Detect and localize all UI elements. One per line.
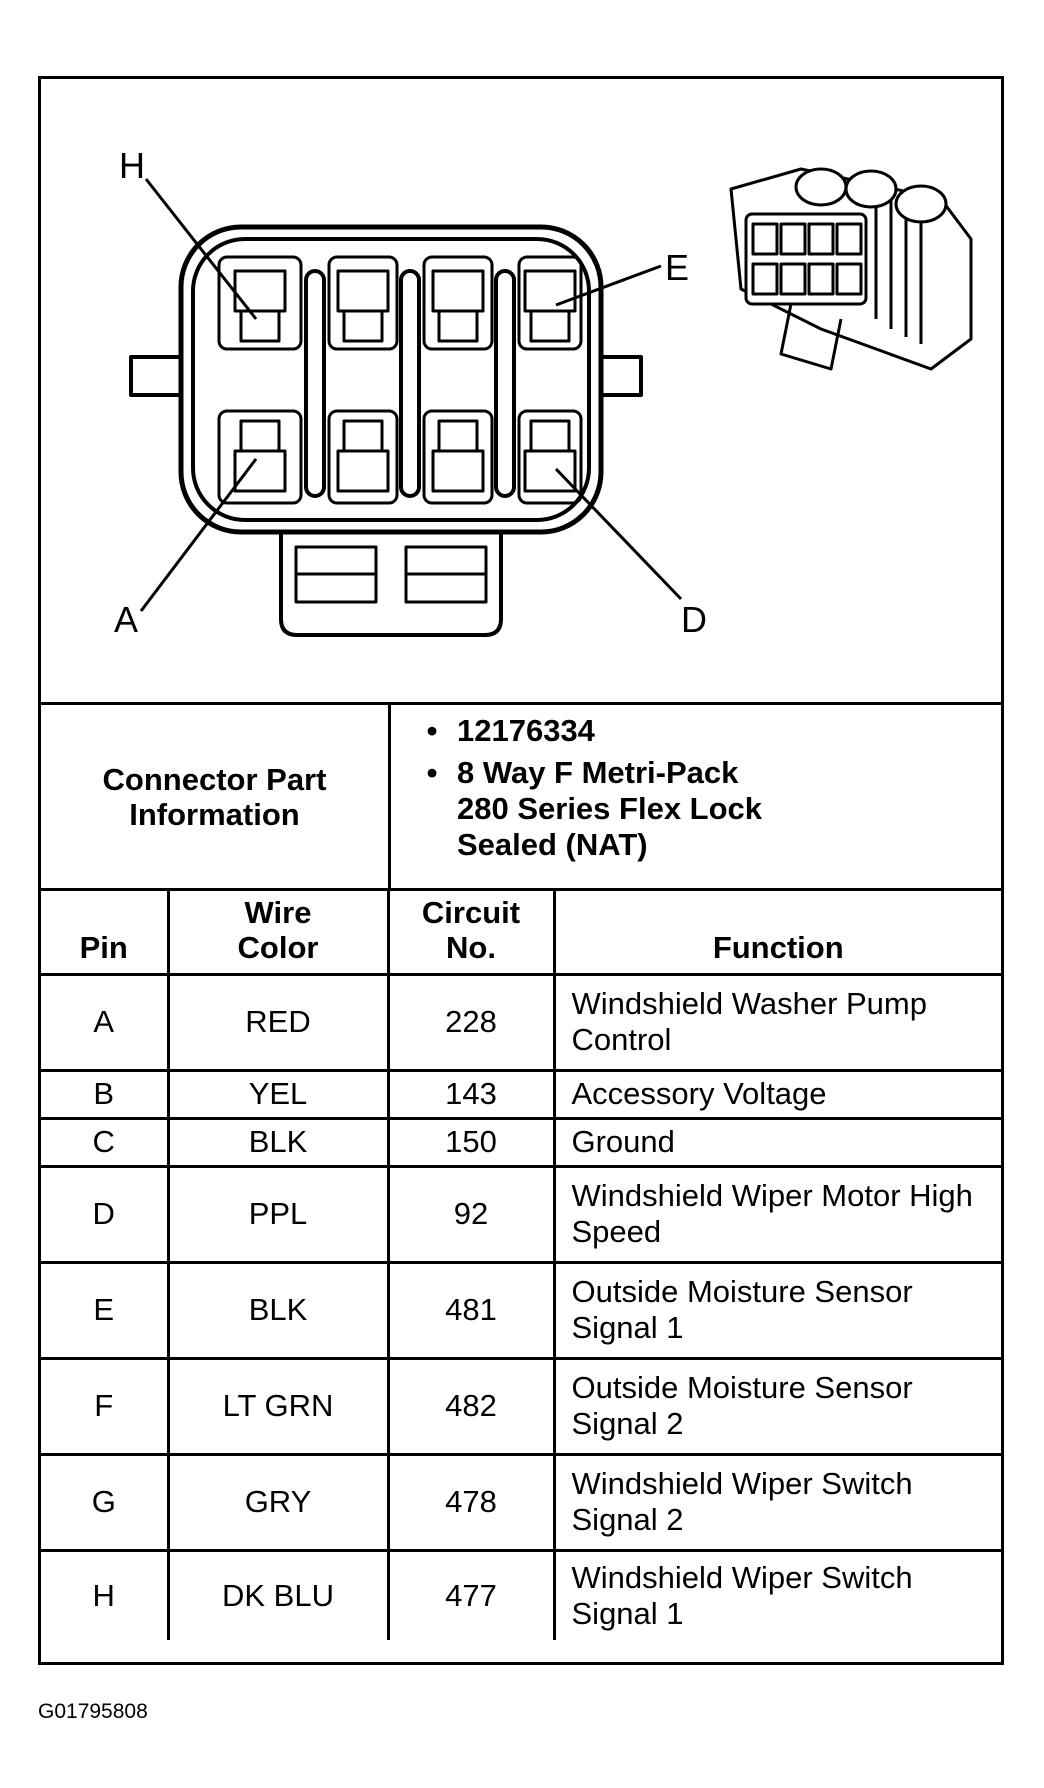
header-pin: Pin: [41, 888, 170, 976]
bullet-icon: •: [426, 713, 438, 748]
figure-id-caption: G01795808: [38, 1700, 148, 1723]
callout-label-d: D: [681, 599, 707, 640]
table-row: D PPL 92 Windshield Wiper Motor High Spe…: [41, 1164, 1001, 1264]
callout-label-e: E: [665, 247, 690, 288]
wire-color-cell: RED: [166, 972, 390, 1072]
separator-2: [399, 269, 421, 498]
function-cell: Accessory Voltage: [552, 1068, 1001, 1120]
wire-color-cell: YEL: [166, 1068, 390, 1120]
wire-color-cell: BLK: [166, 1260, 390, 1360]
info-label-line2: Information: [129, 796, 300, 832]
table-row: E BLK 481 Outside Moisture Sensor Signal…: [41, 1260, 1001, 1360]
part-description: 8 Way F Metri-Pack 280 Series Flex Lock …: [457, 755, 763, 862]
connector-part-info: Connector Part Information • 12176334 • …: [41, 702, 1001, 891]
wire-color-cell: GRY: [166, 1452, 390, 1552]
leader-a: [139, 458, 258, 612]
callout-label-h: H: [119, 145, 145, 186]
table-row: C BLK 150 Ground: [41, 1116, 1001, 1168]
function-cell: Outside Moisture Sensor Signal 2: [552, 1356, 1001, 1456]
info-item: • 12176334: [391, 713, 1001, 749]
circuit-cell: 143: [386, 1068, 556, 1120]
function-cell: Windshield Wiper Switch Signal 1: [552, 1548, 1001, 1640]
leader-d: [554, 467, 683, 601]
circuit-cell: 477: [386, 1548, 556, 1640]
part-number: 12176334: [457, 713, 595, 748]
circuit-cell: 478: [386, 1452, 556, 1552]
function-cell: Windshield Washer Pump Control: [552, 972, 1001, 1072]
pin-cell: E: [41, 1260, 170, 1360]
circuit-cell: 482: [386, 1356, 556, 1456]
table-row: F LT GRN 482 Outside Moisture Sensor Sig…: [41, 1356, 1001, 1456]
header-function: Function: [552, 888, 1001, 976]
callout-label-a: A: [114, 599, 139, 640]
function-cell: Ground: [552, 1116, 1001, 1168]
pin-cell: A: [41, 972, 170, 1072]
circuit-cell: 150: [386, 1116, 556, 1168]
connector-face-drawing: [129, 167, 973, 637]
table-row: G GRY 478 Windshield Wiper Switch Signal…: [41, 1452, 1001, 1552]
pin-cell: D: [41, 1164, 170, 1264]
bullet-icon: •: [426, 755, 438, 790]
connector-frame: H E A D Connector Part Information • 121…: [38, 76, 1004, 1665]
locking-tab: [279, 532, 503, 637]
table-row: A RED 228 Windshield Washer Pump Control: [41, 972, 1001, 1072]
wire-color-cell: DK BLU: [166, 1548, 390, 1640]
connector-diagram: H E A D: [41, 79, 1001, 705]
table-row: H DK BLU 477 Windshield Wiper Switch Sig…: [41, 1548, 1001, 1640]
housing-outer: [178, 224, 604, 535]
info-label-line1: Connector Part: [102, 761, 327, 797]
table-row: B YEL 143 Accessory Voltage: [41, 1068, 1001, 1120]
pin-cell: C: [41, 1116, 170, 1168]
separator-1: [304, 269, 326, 498]
connector-3d-view: [729, 167, 973, 371]
connector-info-list: • 12176334 • 8 Way F Metri-Pack 280 Seri…: [391, 705, 1001, 888]
bottom-row-cavities: [217, 409, 583, 505]
leader-e: [555, 264, 662, 307]
housing-inner: [191, 237, 591, 522]
pin-cell: H: [41, 1548, 170, 1640]
circuit-cell: 228: [386, 972, 556, 1072]
function-cell: Windshield Wiper Motor High Speed: [552, 1164, 1001, 1264]
separator-3: [494, 269, 516, 498]
connector-info-label: Connector Part Information: [41, 705, 391, 888]
side-tab-right: [599, 355, 643, 397]
circuit-cell: 481: [386, 1260, 556, 1360]
wire-color-cell: LT GRN: [166, 1356, 390, 1456]
pin-cell: G: [41, 1452, 170, 1552]
circuit-cell: 92: [386, 1164, 556, 1264]
side-tab-left: [129, 355, 183, 397]
function-cell: Outside Moisture Sensor Signal 1: [552, 1260, 1001, 1360]
leader-h: [144, 178, 258, 320]
wire-color-cell: BLK: [166, 1116, 390, 1168]
pin-cell: B: [41, 1068, 170, 1120]
function-cell: Windshield Wiper Switch Signal 2: [552, 1452, 1001, 1552]
wire-color-cell: PPL: [166, 1164, 390, 1264]
pin-cell: F: [41, 1356, 170, 1456]
top-row-cavities: [217, 255, 583, 351]
info-item: • 8 Way F Metri-Pack 280 Series Flex Loc…: [391, 755, 1001, 863]
